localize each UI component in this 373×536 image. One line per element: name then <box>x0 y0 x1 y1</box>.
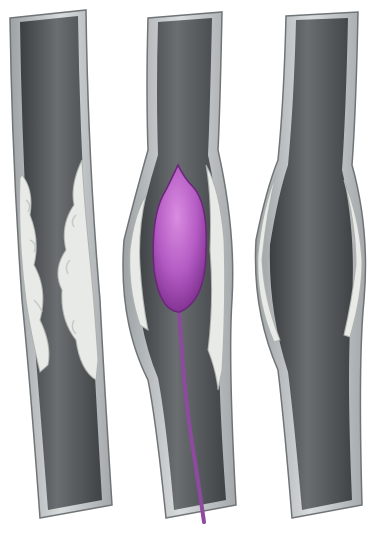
panel-balloon-inflated <box>123 12 236 522</box>
panel-widened-artery <box>255 12 365 518</box>
vessel-lumen <box>270 18 353 510</box>
panel-narrowed-artery <box>10 10 112 518</box>
